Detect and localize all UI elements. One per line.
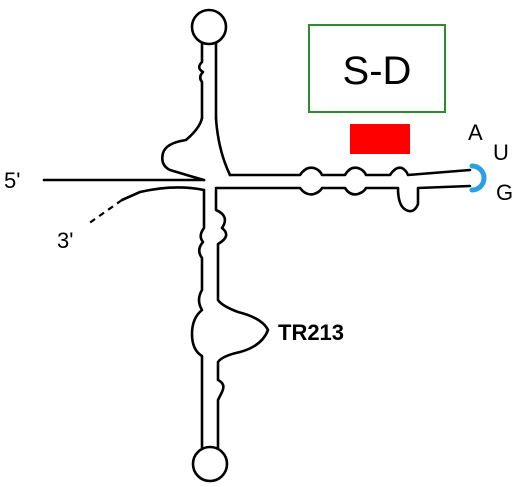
- sd-box: [308, 24, 446, 113]
- sd-box-label: S-D: [343, 49, 412, 93]
- right-stem: [214, 166, 472, 213]
- three-prime-strand: [87, 186, 206, 225]
- top-stem: [190, 8, 228, 120]
- central-junction: [161, 116, 232, 182]
- codon-g-label: G: [496, 180, 513, 205]
- bottom-stem: [190, 188, 270, 483]
- codon-a-label: A: [468, 120, 483, 145]
- five-prime-label: 5': [4, 168, 20, 193]
- tr213-label: TR213: [278, 320, 344, 345]
- sd-marker: [350, 124, 410, 154]
- three-prime-label: 3': [57, 228, 73, 253]
- codon-u-label: U: [493, 140, 509, 165]
- start-codon-loop: [469, 163, 487, 193]
